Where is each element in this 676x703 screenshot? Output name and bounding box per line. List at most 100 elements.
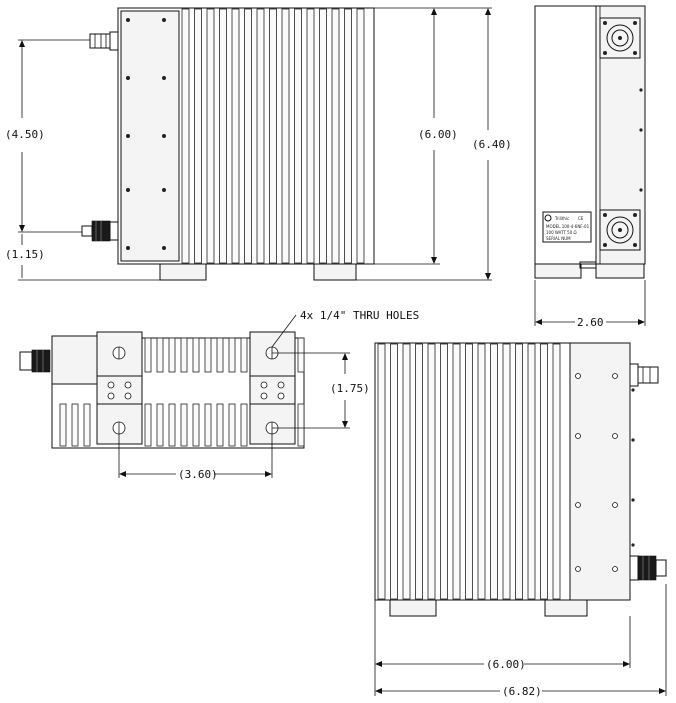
front-cover-plate [120,10,180,262]
front-body-outline [117,7,375,265]
heatsink-fin [552,343,561,600]
heatsink-fin [204,403,212,447]
side-connector-bottom [599,209,641,251]
heatsink-fin [415,343,423,600]
heatsink-fin [377,343,386,600]
mount-clamp-left [96,375,143,405]
heatsink-fin [269,8,277,264]
heatsink-fin [240,337,248,373]
heatsink-fin [297,403,305,447]
label-plate: Trilithic CE MODEL 100-4-6NF-01 100 WATT… [542,211,592,243]
heatsink-fin [219,8,227,264]
heatsink-fin [71,403,79,447]
dim-front-height-inner: (6.00) [418,128,458,141]
heatsink-fin [156,337,164,373]
front-fins [181,8,365,264]
heatsink-fin [228,337,236,373]
dim-mount-vertical: (1.75) [330,382,370,395]
heatsink-fin [59,403,67,447]
dim-mount-horizontal: (3.60) [178,468,218,481]
top-foot-right [544,599,588,617]
front-screws [126,18,166,250]
top-connector-lower [629,555,667,581]
heatsink-fin [216,337,224,373]
heatsink-fin [181,8,190,264]
label-line3: SERIAL NUM [546,236,571,241]
heatsink-fin [502,343,511,600]
heatsink-fin [192,403,200,447]
top-connector-upper [629,363,659,387]
heatsink-fin [231,8,240,264]
label-mark: CE [578,216,584,221]
heatsink-fin [204,337,212,373]
dim-front-lower: (1.15) [5,248,45,261]
heatsink-fin [206,8,215,264]
heatsink-fin [144,337,152,373]
bottom-connector-housing [51,335,101,385]
mount-clamp-right [249,375,296,405]
heatsink-fin [216,403,224,447]
heatsink-fin [427,343,436,600]
side-cover [595,5,646,265]
dim-top-width-outer: (6.82) [502,685,542,698]
label-brand: Trilithic [554,216,569,221]
heatsink-fin [319,8,327,264]
heatsink-fin [390,343,398,600]
heatsink-fin [168,337,176,373]
heatsink-fin [156,403,164,447]
top-screws [575,373,618,572]
heatsink-fin [540,343,548,600]
dim-side-width: 2.60 [577,316,604,329]
bottom-connector [19,349,51,373]
dim-top-width-inner: (6.00) [486,658,526,671]
heatsink-fin [527,343,536,600]
heatsink-fin [331,8,340,264]
holes-note: 4x 1/4" THRU HOLES [300,309,419,322]
heatsink-fin [477,343,486,600]
dim-front-height-outer: (6.40) [472,138,512,151]
heatsink-fin [144,403,152,447]
heatsink-fin [515,343,523,600]
top-fins [377,343,561,600]
heatsink-fin [228,403,236,447]
bottom-fins [59,337,305,447]
heatsink-fin [240,403,248,447]
front-view: (4.50) (1.15) (6.00) (6.40) [5,7,512,281]
heatsink-fin [180,337,188,373]
heatsink-fin [297,337,305,373]
side-connector-top [599,17,641,59]
heatsink-fin [244,8,252,264]
front-foot-right [313,263,357,281]
top-view: (6.00) (6.82) [374,342,667,698]
side-view: Trilithic CE MODEL 100-4-6NF-01 100 WATT… [534,5,646,329]
heatsink-fin [294,8,302,264]
heatsink-fin [192,337,200,373]
heatsink-fin [83,403,91,447]
side-foot-left [534,263,582,279]
top-cover-plate [569,342,631,601]
heatsink-fin [356,8,365,264]
heatsink-fin [452,343,461,600]
label-line2: 100 WATT 50 Ω [546,230,577,235]
front-connector-top [89,31,119,51]
heatsink-fin [306,8,315,264]
front-connector-bottom [81,220,119,242]
bottom-view: 4x 1/4" THRU HOLES (1.75) (3.60) [19,309,419,481]
heatsink-fin [465,343,473,600]
label-line1: MODEL 100-4-6NF-01 [546,224,590,229]
heatsink-fin [344,8,352,264]
front-foot-left [159,263,207,281]
top-foot-left [389,599,437,617]
heatsink-fin [180,403,188,447]
heatsink-fin [402,343,411,600]
heatsink-fin [281,8,290,264]
clamp-screws [107,381,285,400]
side-foot-right [595,263,645,279]
heatsink-fin [194,8,202,264]
heatsink-fin [440,343,448,600]
heatsink-fin [168,403,176,447]
heatsink-fin [256,8,265,264]
dim-front-upper: (4.50) [5,128,45,141]
heatsink-fin [490,343,498,600]
